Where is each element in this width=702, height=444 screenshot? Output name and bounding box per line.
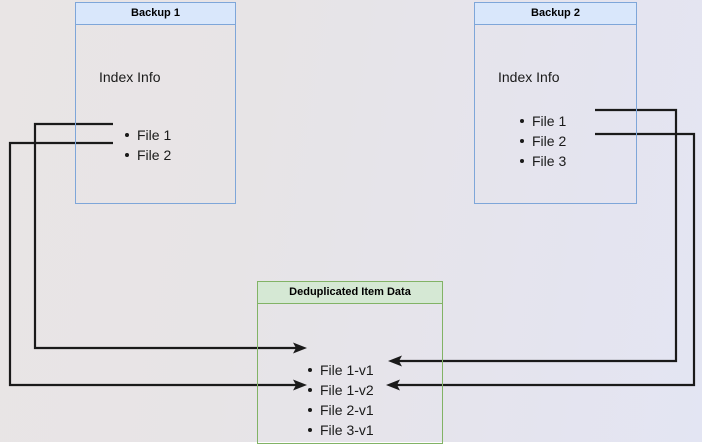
backup-2-title: Backup 2 [475, 3, 636, 25]
deduplicated-item-data-node[interactable]: Deduplicated Item Data File 1-v1 File 1-… [257, 281, 443, 444]
backup-2-index-info-label: Index Info [498, 69, 560, 85]
deduplicated-item-data-title: Deduplicated Item Data [258, 282, 442, 304]
backup-2-file-list: File 1 File 2 File 3 [518, 111, 566, 171]
backup-2-node[interactable]: Backup 2 Index Info File 1 File 2 File 3 [474, 2, 637, 204]
backup-1-file-list: File 1 File 2 [123, 125, 171, 165]
list-item[interactable]: File 2 [518, 131, 566, 151]
backup-1-node[interactable]: Backup 1 Index Info File 1 File 2 [75, 2, 236, 204]
list-item[interactable]: File 1 [123, 125, 171, 145]
list-item[interactable]: File 1 [518, 111, 566, 131]
backup-1-index-info-label: Index Info [99, 69, 161, 85]
list-item[interactable]: File 3-v1 [306, 420, 374, 440]
list-item[interactable]: File 2 [123, 145, 171, 165]
list-item[interactable]: File 2-v1 [306, 400, 374, 420]
deduplicated-item-data-body: File 1-v1 File 1-v2 File 2-v1 File 3-v1 [258, 304, 442, 444]
list-item[interactable]: File 3 [518, 151, 566, 171]
backup-2-body: Index Info File 1 File 2 File 3 [475, 25, 636, 204]
list-item[interactable]: File 1-v1 [306, 360, 374, 380]
deduplicated-item-list: File 1-v1 File 1-v2 File 2-v1 File 3-v1 [306, 360, 374, 440]
backup-1-title: Backup 1 [76, 3, 235, 25]
backup-1-body: Index Info File 1 File 2 [76, 25, 235, 204]
list-item[interactable]: File 1-v2 [306, 380, 374, 400]
